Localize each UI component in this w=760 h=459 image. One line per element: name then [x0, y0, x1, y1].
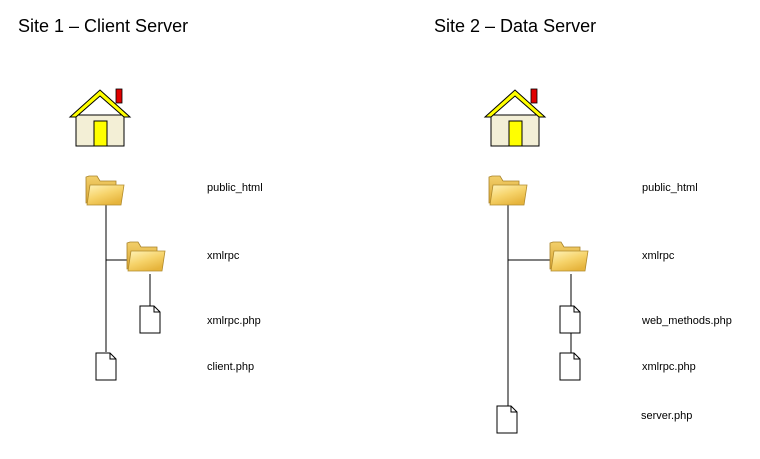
file-icon[interactable]: [559, 352, 581, 381]
site1-title: Site 1 – Client Server: [18, 16, 189, 36]
file-icon[interactable]: [95, 352, 117, 381]
site2-public-html-label: public_html: [642, 182, 698, 194]
site2-title: Site 2 – Data Server: [434, 16, 597, 36]
site2-xmlrpc-folder-label: xmlrpc: [642, 250, 675, 262]
folder-icon[interactable]: [126, 241, 166, 272]
folder-icon[interactable]: [488, 175, 528, 206]
site2-tree-lines: [507, 205, 572, 406]
site2-xmlrpc-php-label: xmlrpc.php: [642, 361, 696, 373]
site1-client-php-label: client.php: [207, 361, 255, 373]
folder-icon[interactable]: [85, 175, 125, 206]
site2-server-php-label: server.php: [641, 410, 693, 422]
file-icon[interactable]: [139, 305, 161, 334]
house-icon: [484, 88, 546, 147]
folder-icon[interactable]: [549, 241, 589, 272]
file-icon[interactable]: [559, 305, 581, 334]
site2-web-methods-php-label: web_methods.php: [642, 315, 732, 327]
file-icon[interactable]: [496, 405, 518, 434]
site1-xmlrpc-php-label: xmlrpc.php: [207, 315, 261, 327]
site1-xmlrpc-folder-label: xmlrpc: [207, 250, 240, 262]
site1-tree-lines: [105, 205, 151, 352]
house-icon: [69, 88, 131, 147]
site1-public-html-label: public_html: [207, 182, 263, 194]
